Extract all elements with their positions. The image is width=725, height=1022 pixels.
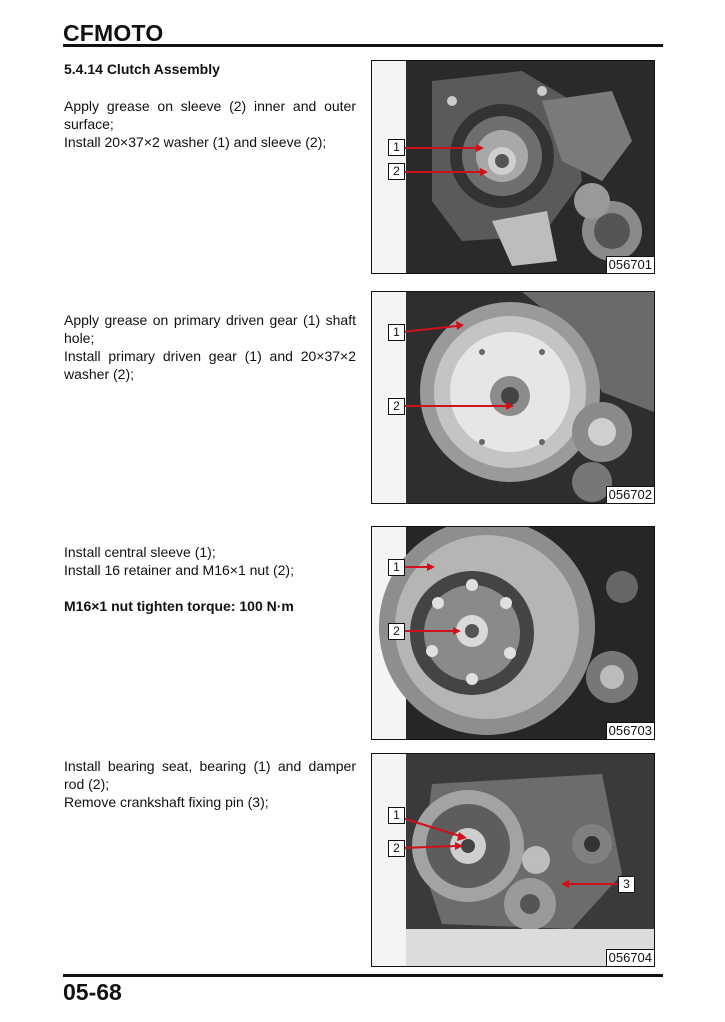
figure-056701: 1 2 056701 [371, 60, 655, 274]
step-4-line-2: Remove crankshaft fixing pin (3); [64, 794, 269, 810]
callout-2: 2 [388, 398, 405, 415]
step-4-text: Install bearing seat, bearing (1) and da… [64, 757, 356, 811]
step-3-text: Install central sleeve (1); Install 16 r… [64, 543, 356, 615]
step-2-line-2: Install primary driven gear (1) and 20×3… [64, 348, 356, 382]
engine-photo-1 [372, 61, 654, 273]
figure-code: 056701 [605, 256, 654, 273]
callout-2: 2 [388, 163, 405, 180]
page-number: 05-68 [63, 979, 122, 1005]
footer-rule [63, 974, 663, 977]
section-title: 5.4.14 Clutch Assembly [64, 61, 220, 77]
callout-2: 2 [388, 840, 405, 857]
step-1-text: Apply grease on sleeve (2) inner and out… [64, 97, 356, 151]
figure-code: 056702 [605, 486, 654, 503]
step-2-line-1: Apply grease on primary driven gear (1) … [64, 312, 356, 346]
step-2-text: Apply grease on primary driven gear (1) … [64, 311, 356, 383]
step-1-line-1: Apply grease on sleeve (2) inner and out… [64, 98, 356, 132]
callout-3: 3 [618, 876, 635, 893]
callout-1: 1 [388, 807, 405, 824]
figure-056703: 1 2 056703 [371, 526, 655, 740]
callout-1: 1 [388, 139, 405, 156]
engine-photo-4 [372, 754, 654, 966]
brand-logo: CFMOTO [63, 20, 164, 46]
step-3-line-2: Install 16 retainer and M16×1 nut (2); [64, 562, 294, 578]
engine-photo-3 [372, 527, 654, 739]
header-rule [63, 44, 663, 47]
torque-note: M16×1 nut tighten torque: 100 N·m [64, 598, 294, 614]
callout-1: 1 [388, 324, 405, 341]
figure-056702: 1 2 056702 [371, 291, 655, 504]
callout-2: 2 [388, 623, 405, 640]
callout-1: 1 [388, 559, 405, 576]
figure-056704: 1 2 3 056704 [371, 753, 655, 967]
step-4-line-1: Install bearing seat, bearing (1) and da… [64, 758, 356, 792]
figure-code: 056703 [605, 722, 654, 739]
engine-photo-2 [372, 292, 654, 503]
step-3-line-1: Install central sleeve (1); [64, 544, 216, 560]
figure-code: 056704 [605, 949, 654, 966]
step-1-line-2: Install 20×37×2 washer (1) and sleeve (2… [64, 134, 327, 150]
